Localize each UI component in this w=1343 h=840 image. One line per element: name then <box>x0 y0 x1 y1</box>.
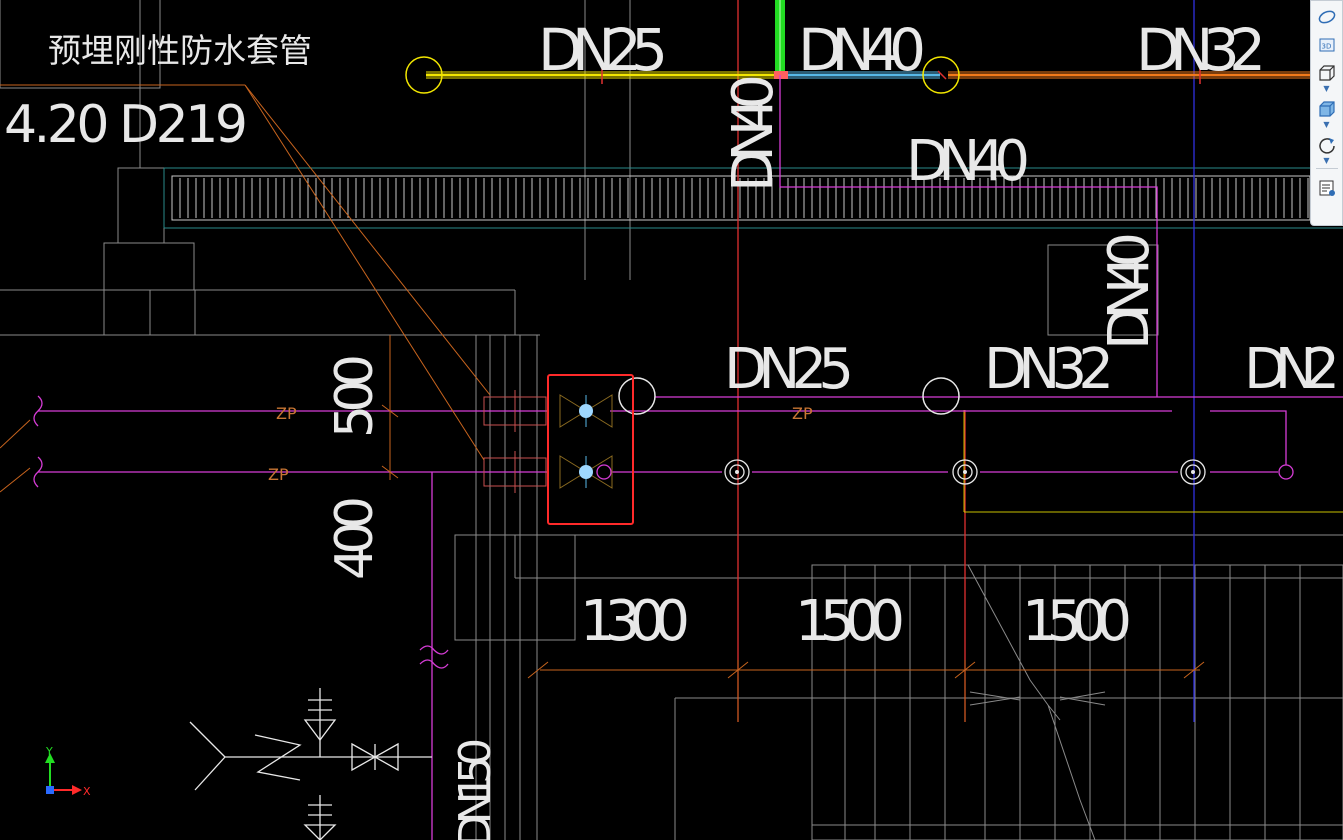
riser-symbols <box>596 377 1294 485</box>
toolbar-separator <box>1315 168 1338 169</box>
top-pipe-run <box>405 0 1312 94</box>
cube-solid-icon <box>1318 101 1335 117</box>
zp-upper-label: ZP <box>276 404 297 423</box>
mid-dn25-label: DN25 <box>724 337 854 402</box>
dimension-400-label: 400 <box>325 496 385 580</box>
wireframe-view-button[interactable] <box>1314 61 1340 85</box>
riser-dn40-vertical-label: DN40 <box>721 74 786 192</box>
view-3d-button[interactable]: 3D <box>1314 33 1340 57</box>
dimension-1300-label: 1300 <box>580 589 690 654</box>
top-dn40-label: DN40 <box>798 16 926 84</box>
right-dn40-vertical-label: DN40 <box>1097 232 1162 350</box>
view-3d-icon: 3D <box>1319 38 1334 52</box>
layer-list-button[interactable] <box>1314 176 1340 200</box>
orbit-icon <box>1318 10 1335 24</box>
magenta-pipes <box>33 75 1343 840</box>
orbit-button[interactable] <box>1314 5 1340 29</box>
selection-highlight-box[interactable] <box>547 374 634 525</box>
top-dn25-label: DN25 <box>538 16 668 84</box>
chevron-down-icon[interactable]: ▼ <box>1323 84 1330 93</box>
sleeve-title-label: 预埋刚性防水套管 <box>48 31 312 70</box>
cube-wire-icon <box>1318 65 1335 81</box>
dimension-lines <box>0 84 1205 722</box>
chevron-down-icon[interactable]: ▼ <box>1323 156 1330 165</box>
mid-dn2x-label: DN2 <box>1244 337 1340 402</box>
sleeve-spec-label: 4.20 D219 <box>4 95 248 155</box>
valve-handwheel <box>579 404 593 418</box>
dimension-1500-a-label: 1500 <box>795 589 905 654</box>
view-toolbar: 3D ▼ ▼ ▼ <box>1310 0 1343 226</box>
axis-x-label: X <box>83 785 91 798</box>
layer-list-icon <box>1319 180 1335 196</box>
wall-sleeves <box>483 390 547 493</box>
rotate-button[interactable] <box>1314 133 1340 157</box>
ucs-axis-icon: Y X <box>45 745 91 798</box>
branch-dn40-label: DN40 <box>906 129 1030 194</box>
zp-mid-label: ZP <box>792 404 813 423</box>
grating-hatch <box>171 175 1311 221</box>
mid-dn32-label: DN32 <box>984 337 1114 402</box>
dimension-1500-b-label: 1500 <box>1022 589 1132 654</box>
chevron-down-icon[interactable]: ▼ <box>1323 120 1330 129</box>
dn150-vertical-label: DN150 <box>450 738 501 840</box>
top-dn32-label: DN32 <box>1136 16 1266 84</box>
beam-lines <box>163 167 1343 229</box>
axis-y-label: Y <box>45 745 53 758</box>
risers <box>737 0 1343 722</box>
zp-lower-label: ZP <box>268 465 289 484</box>
valve-handwheel <box>579 465 593 479</box>
dimension-500-label: 500 <box>325 354 385 438</box>
rotate-icon <box>1318 138 1335 154</box>
view-3d-text: 3D <box>1321 43 1331 51</box>
valve-symbols-bottom <box>189 688 432 840</box>
shaded-view-button[interactable] <box>1314 97 1340 121</box>
